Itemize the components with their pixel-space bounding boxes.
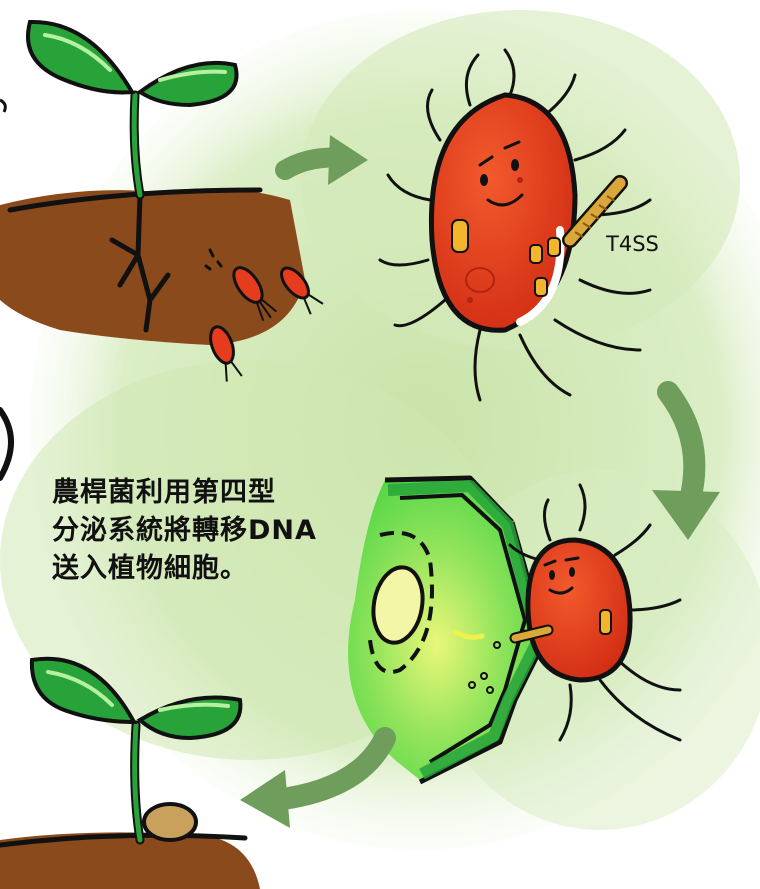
t4ss-label: T4SS <box>606 232 659 256</box>
partial-arrow-left <box>0 410 11 478</box>
caption-text: 農桿菌利用第四型 分泌系統將轉移DNA 送入植物細胞。 <box>52 474 382 588</box>
partial-glyph-top-left <box>0 100 5 112</box>
